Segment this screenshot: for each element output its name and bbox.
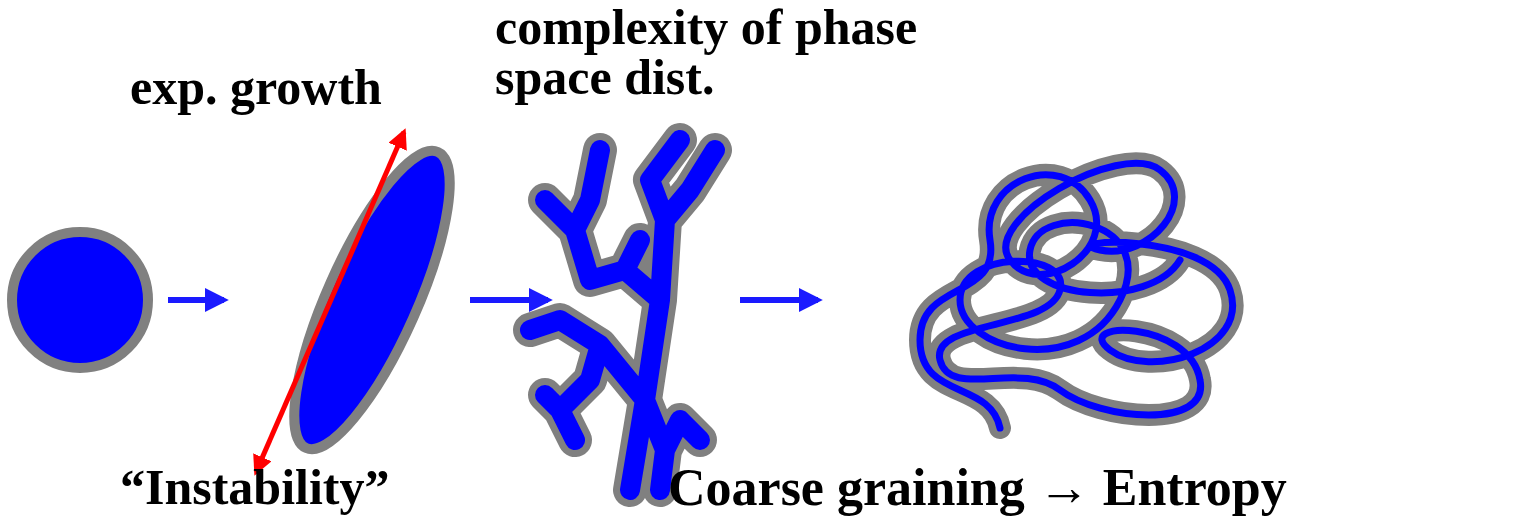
growth-arrow <box>256 132 404 472</box>
step-arrow <box>470 297 548 303</box>
stage-label: Coarse graining → Entropy <box>668 462 1287 514</box>
stage-label: exp. growth <box>130 62 382 112</box>
step-arrow <box>740 297 818 303</box>
stage-label: “Instability” <box>120 462 390 512</box>
step-arrow <box>168 297 224 303</box>
stage-label: complexity of phase space dist. <box>495 2 1015 102</box>
branched-shape <box>530 140 715 490</box>
stretched-ellipse <box>265 134 479 467</box>
tangled-curve <box>920 163 1233 428</box>
initial-circle <box>12 232 148 368</box>
